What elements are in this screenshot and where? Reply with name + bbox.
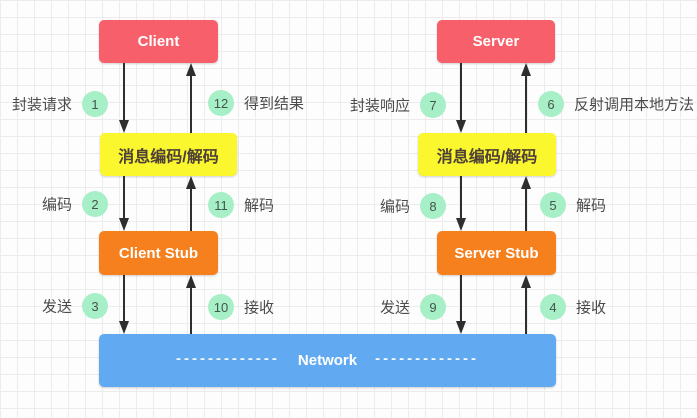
step-7-label: 封装响应 <box>349 97 410 115</box>
network-dashes-right: ------------- <box>375 350 480 367</box>
arrow-up-codec-to-server <box>519 63 533 133</box>
arrow-down-codec-to-clientstub <box>117 176 131 231</box>
server-node: Server <box>437 20 555 63</box>
arrow-down-clientstub-to-network <box>117 275 131 334</box>
step-11: 11 解码 <box>208 192 274 218</box>
step-2-number-badge: 2 <box>82 191 108 217</box>
step-6-number-badge: 6 <box>538 91 564 117</box>
step-2-label: 编码 <box>41 196 72 214</box>
step-3-number-badge: 3 <box>82 293 108 319</box>
step-7-number-badge: 7 <box>420 92 446 118</box>
step-4-number-badge: 4 <box>540 294 566 320</box>
step-9-label: 发送 <box>379 299 410 317</box>
step-1-label: 封装请求 <box>11 96 72 114</box>
step-6: 6 反射调用本地方法 <box>538 91 694 117</box>
step-10-number-badge: 10 <box>208 294 234 320</box>
step-10-label: 接收 <box>244 299 275 317</box>
step-3-label: 发送 <box>41 298 72 316</box>
arrow-up-codec-to-client <box>184 63 198 133</box>
step-9-number-badge: 9 <box>420 294 446 320</box>
step-7: 封装响应 7 <box>350 92 446 118</box>
step-10: 10 接收 <box>208 294 274 320</box>
arrow-up-serverstub-to-codec <box>519 176 533 231</box>
message-codec-left-node: 消息编码/解码 <box>100 133 237 176</box>
step-9: 发送 9 <box>380 294 446 320</box>
network-dashes-left: ------------- <box>175 350 280 367</box>
step-1-number-badge: 1 <box>82 91 108 117</box>
step-4: 4 接收 <box>540 294 606 320</box>
step-5-number-badge: 5 <box>540 192 566 218</box>
step-11-number-badge: 11 <box>208 192 234 218</box>
arrow-up-network-to-clientstub <box>184 275 198 334</box>
network-node: ------------- Network ------------- <box>99 334 556 387</box>
arrow-down-server-to-codec <box>454 63 468 133</box>
step-8-number-badge: 8 <box>420 193 446 219</box>
message-codec-right-node: 消息编码/解码 <box>418 133 556 176</box>
step-12-label: 得到结果 <box>244 95 305 113</box>
step-2: 编码 2 <box>42 191 108 217</box>
network-label: Network <box>297 352 358 369</box>
step-8-label: 编码 <box>379 198 410 216</box>
step-1: 封装请求 1 <box>12 91 108 117</box>
arrow-up-network-to-serverstub <box>519 275 533 334</box>
step-12: 12 得到结果 <box>208 90 304 116</box>
step-5-label: 解码 <box>576 197 607 215</box>
step-11-label: 解码 <box>244 197 275 215</box>
arrow-up-clientstub-to-codec <box>184 176 198 231</box>
step-4-label: 接收 <box>576 299 607 317</box>
step-12-number-badge: 12 <box>208 90 234 116</box>
step-3: 发送 3 <box>42 293 108 319</box>
step-5: 5 解码 <box>540 192 606 218</box>
server-stub-node: Server Stub <box>437 231 556 275</box>
arrow-down-codec-to-serverstub <box>454 176 468 231</box>
client-stub-node: Client Stub <box>99 231 218 275</box>
step-6-label: 反射调用本地方法 <box>574 96 695 114</box>
step-8: 编码 8 <box>380 193 446 219</box>
arrow-down-client-to-codec <box>117 63 131 133</box>
arrow-down-serverstub-to-network <box>454 275 468 334</box>
client-node: Client <box>99 20 218 63</box>
